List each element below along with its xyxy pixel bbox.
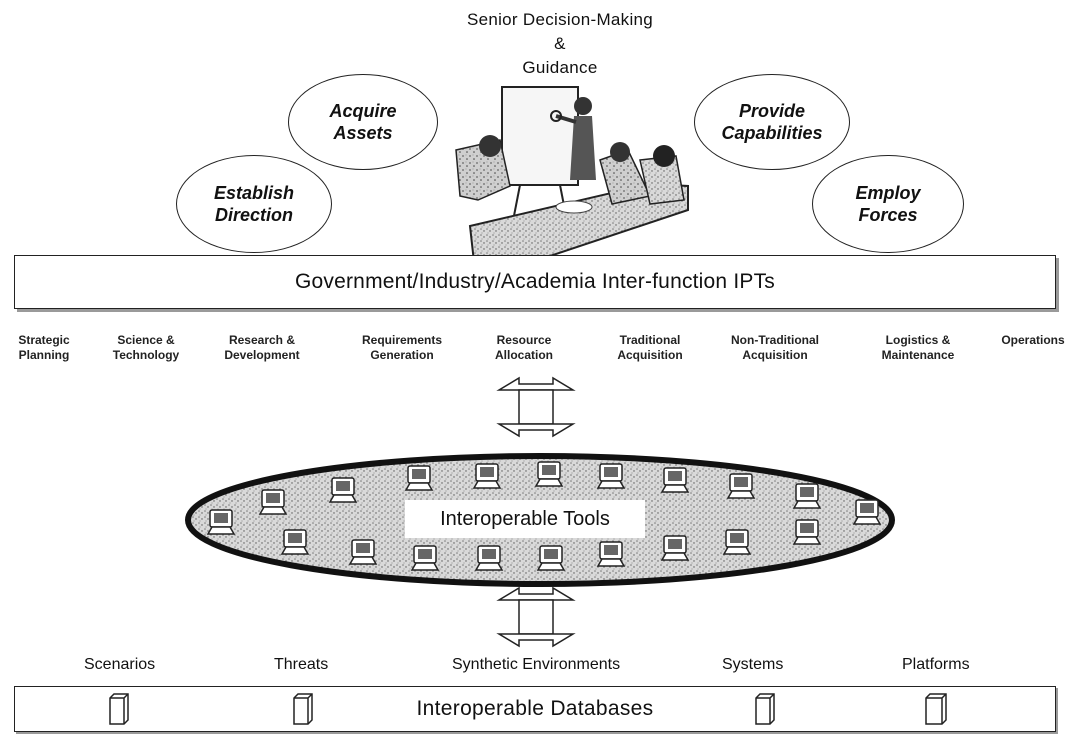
computer-icon [660, 535, 690, 561]
header-title-line-1: Senior Decision-Making [466, 10, 654, 29]
ipt-bar: Government/Industry/Academia Inter-funct… [14, 255, 1056, 309]
computer-icon [852, 499, 882, 525]
computer-icon [596, 463, 626, 489]
database-server-icon [755, 693, 775, 725]
computer-icon [410, 545, 440, 571]
database-server-icon [925, 693, 947, 725]
header-title-line-3: Guidance [522, 58, 598, 77]
computer-icon [258, 489, 288, 515]
lower-arrow-bottom-head [496, 633, 576, 648]
computer-icon [726, 473, 756, 499]
upper-arrow-top-head [496, 376, 576, 391]
lower-arrow-top-head [496, 586, 576, 601]
establish-direction-line-2: Direction [214, 205, 293, 225]
computer-icon [536, 545, 566, 571]
function-operations: Operations [1001, 333, 1065, 347]
employ-forces-line-1: Employ [855, 183, 921, 203]
upper-arrow-bottom-head [496, 423, 576, 438]
upper-arrow-shaft [518, 389, 554, 425]
computer-icon [660, 467, 690, 493]
computer-icon [404, 465, 434, 491]
provide-capabilities-line-1: Provide [738, 101, 806, 121]
computer-icon [474, 545, 504, 571]
computer-icon [206, 509, 236, 535]
function-requirements-generation: Requirements Generation [361, 333, 443, 362]
db-label-scenarios: Scenarios [84, 656, 156, 673]
computer-icon [348, 539, 378, 565]
db-label-synthetic-environments: Synthetic Environments [452, 656, 621, 673]
database-server-icon [109, 693, 129, 725]
provide-capabilities-line-2: Capabilities [721, 123, 823, 143]
computer-icon [280, 529, 310, 555]
computer-icon [596, 541, 626, 567]
computer-icon [792, 483, 822, 509]
function-non-traditional-acquisition: Non-Traditional Acquisition [731, 333, 819, 362]
function-research-development: Research & Development [224, 333, 300, 362]
ipt-bar-label: Government/Industry/Academia Inter-funct… [295, 270, 775, 293]
computer-icon [792, 519, 822, 545]
acquire-assets-line-1: Acquire [329, 101, 397, 121]
databases-bar: Interoperable Databases [14, 686, 1056, 732]
computer-icon [328, 477, 358, 503]
function-resource-allocation: Resource Allocation [494, 333, 553, 362]
db-label-threats: Threats [274, 656, 329, 673]
computer-icon [534, 461, 564, 487]
computer-icon [472, 463, 502, 489]
db-label-platforms: Platforms [902, 656, 970, 673]
lower-arrow-shaft [518, 599, 554, 635]
computer-icon [722, 529, 752, 555]
acquire-assets-line-2: Assets [333, 123, 393, 143]
function-traditional-acquisition: Traditional Acquisition [617, 333, 683, 362]
db-label-systems: Systems [722, 656, 784, 673]
interoperable-tools-label: Interoperable Tools [405, 500, 645, 538]
establish-direction-line-1: Establish [213, 183, 295, 203]
presenter-figure [574, 97, 592, 115]
function-strategic-planning: Strategic Planning [18, 333, 70, 362]
database-server-icon [293, 693, 313, 725]
function-logistics-maintenance: Logistics & Maintenance [881, 333, 955, 362]
function-science-technology: Science & Technology [112, 333, 180, 362]
header-title-line-2: & [554, 34, 566, 53]
employ-forces-line-2: Forces [858, 205, 918, 225]
databases-title: Interoperable Databases [416, 697, 654, 720]
